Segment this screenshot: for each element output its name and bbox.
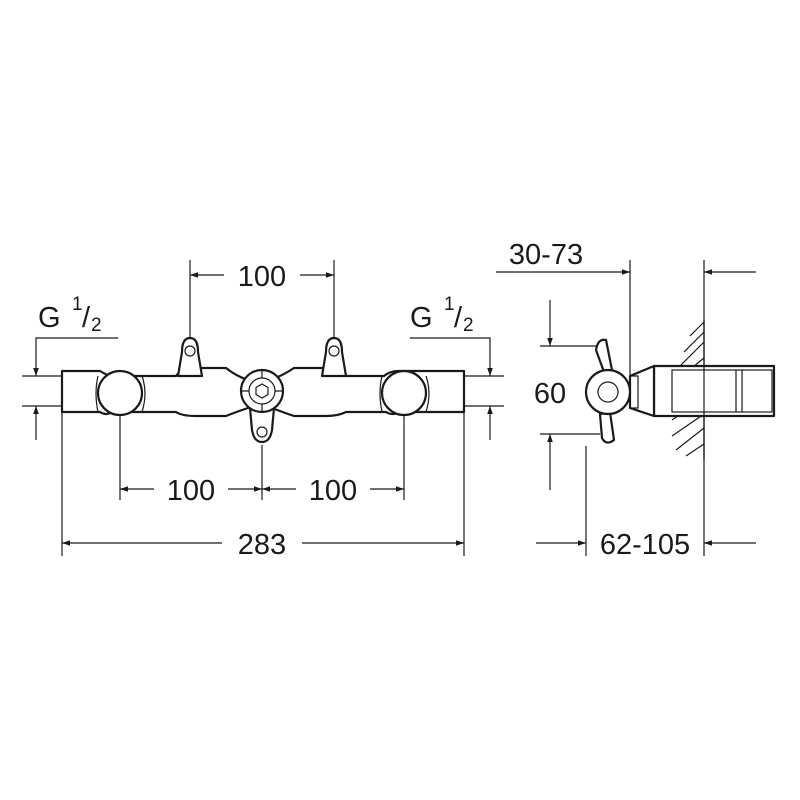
dim-right-spacing: 100: [309, 475, 357, 507]
svg-text:G: G: [410, 302, 433, 334]
right-lug-hole: [328, 345, 340, 357]
side-outlet-ring: [584, 368, 632, 416]
thread-left-leader: [33, 337, 118, 376]
thread-right-leader: [410, 337, 493, 376]
right-outlet-ring: [380, 369, 428, 417]
side-wing-top: [594, 338, 614, 374]
dim-adjust-range: 30-73: [509, 239, 583, 271]
dim-depth-range: 62-105: [600, 529, 690, 561]
svg-text:1: 1: [72, 294, 83, 315]
center-mixer-hex: [255, 383, 269, 399]
thread-label-right: G 1 / 2: [410, 294, 474, 336]
dim-overall-length: 283: [238, 529, 286, 561]
right-outlet-collar: [379, 375, 430, 413]
left-mounting-lug: [176, 336, 204, 378]
left-outlet-ring: [96, 369, 144, 417]
thread-label-left: G 1 / 2: [38, 294, 102, 336]
dim-top-spacing: 100: [238, 261, 286, 293]
side-housing: [652, 364, 776, 418]
svg-text:1: 1: [444, 294, 455, 315]
dim-height: 60: [534, 378, 566, 410]
left-outlet-collar: [95, 375, 146, 413]
right-mounting-lug: [320, 336, 348, 378]
svg-text:G: G: [38, 302, 61, 334]
svg-text:/: /: [82, 302, 91, 334]
side-outlet-collar: [630, 375, 639, 409]
side-view: 30-73 60 62-105: [496, 239, 776, 561]
front-view: 100 100 100 283 G 1 / 2 G 1 / 2: [22, 260, 504, 561]
side-housing-inner: [671, 369, 773, 413]
dim-left-spacing: 100: [167, 475, 215, 507]
left-lug-hole: [184, 345, 196, 357]
side-wing-bottom: [598, 410, 616, 444]
center-bottom-lug: [248, 406, 276, 444]
svg-text:2: 2: [91, 315, 102, 336]
side-outlet-inner: [597, 381, 619, 403]
svg-text:2: 2: [463, 315, 474, 336]
svg-text:/: /: [454, 302, 463, 334]
center-mixer-spokes: [241, 370, 283, 412]
center-bottom-hole: [256, 426, 268, 438]
